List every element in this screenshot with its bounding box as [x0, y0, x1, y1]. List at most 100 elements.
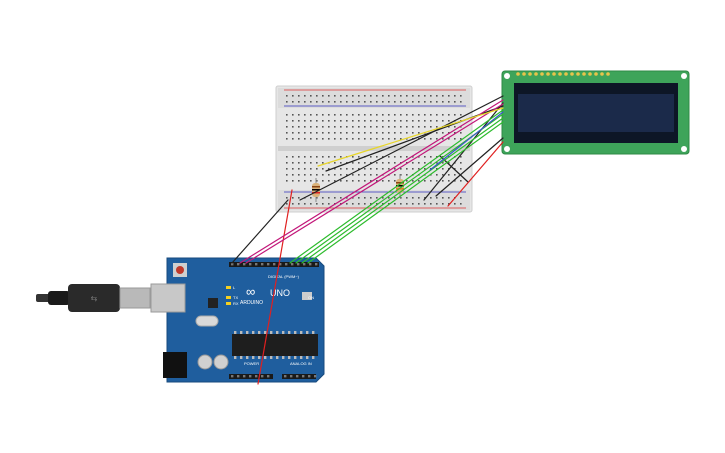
breadboard-hole	[430, 126, 432, 128]
chip-pin	[246, 331, 249, 334]
breadboard-hole	[298, 156, 300, 158]
breadboard-hole	[334, 101, 336, 103]
breadboard-hole	[346, 138, 348, 140]
lcd-mount-hole	[504, 73, 510, 79]
breadboard-hole	[406, 95, 408, 97]
breadboard-hole	[370, 203, 372, 205]
header-pin	[290, 375, 293, 378]
breadboard-hole	[382, 168, 384, 170]
breadboard-hole	[304, 203, 306, 205]
arduino-uno-board[interactable]: L TX RX ON ∞ ARDUINO UNO DIGITAL (PWM~) …	[150, 257, 325, 383]
breadboard-hole	[364, 126, 366, 128]
reset-button-cap[interactable]	[176, 266, 184, 274]
breadboard-hole	[424, 162, 426, 164]
chip-pin	[240, 331, 243, 334]
header-pin	[243, 263, 246, 266]
chip-pin	[258, 331, 261, 334]
wire-blue[interactable]	[429, 111, 504, 171]
breadboard-hole	[304, 162, 306, 164]
breadboard-hole	[448, 101, 450, 103]
breadboard-hole	[376, 120, 378, 122]
uno-model-text: UNO	[270, 288, 290, 298]
breadboard-hole	[454, 168, 456, 170]
chip-pin	[234, 331, 237, 334]
wire-black[interactable]	[231, 199, 289, 264]
breadboard-hole	[334, 120, 336, 122]
breadboard-hole	[382, 126, 384, 128]
breadboard-bottom-rail	[278, 190, 470, 210]
breadboard-hole	[298, 101, 300, 103]
breadboard-hole	[340, 120, 342, 122]
breadboard-hole	[436, 180, 438, 182]
wire-green[interactable]	[289, 109, 504, 264]
breadboard-hole	[424, 126, 426, 128]
wire-green[interactable]	[307, 121, 504, 264]
wire-green[interactable]	[301, 117, 504, 264]
breadboard-hole	[382, 162, 384, 164]
breadboard-hole	[364, 180, 366, 182]
wire-black[interactable]	[299, 95, 504, 201]
lcd-display[interactable]	[501, 70, 690, 155]
usb-cable[interactable]: ⇆	[36, 284, 151, 312]
breadboard-hole	[352, 174, 354, 176]
breadboard-hole	[352, 203, 354, 205]
breadboard-hole	[400, 114, 402, 116]
wire-red[interactable]	[257, 189, 293, 385]
wire-yellow[interactable]	[317, 107, 504, 167]
breadboard-hole	[418, 120, 420, 122]
icsp-led	[302, 292, 312, 300]
breadboard-hole	[382, 132, 384, 134]
breadboard-hole	[286, 95, 288, 97]
breadboard-hole	[292, 180, 294, 182]
small-ic	[208, 298, 218, 308]
lcd-pin	[534, 72, 538, 76]
breadboard-hole	[328, 197, 330, 199]
breadboard-hole	[286, 168, 288, 170]
breadboard-hole	[424, 101, 426, 103]
wire-black[interactable]	[435, 137, 504, 197]
breadboard-hole	[286, 156, 288, 158]
breadboard-hole	[328, 95, 330, 97]
chip-pin	[282, 331, 285, 334]
wire-red[interactable]	[447, 141, 504, 207]
breadboard-hole	[322, 114, 324, 116]
breadboard-hole	[292, 138, 294, 140]
breadboard-hole	[322, 126, 324, 128]
breadboard-hole	[406, 120, 408, 122]
breadboard-hole	[352, 114, 354, 116]
header-pin	[303, 263, 306, 266]
breadboard-hole	[370, 162, 372, 164]
breadboard-hole	[430, 114, 432, 116]
header-pin	[314, 375, 317, 378]
wires[interactable]	[231, 95, 504, 385]
breadboard-hole	[334, 156, 336, 158]
wire-magenta[interactable]	[245, 103, 504, 264]
resistor-band	[396, 185, 404, 187]
breadboard-hole	[370, 126, 372, 128]
breadboard-hole	[370, 180, 372, 182]
on-label: ON	[308, 295, 314, 300]
chip-pin	[300, 356, 303, 359]
lcd-pin	[522, 72, 526, 76]
breadboard-hole	[316, 174, 318, 176]
breadboard-hole	[376, 197, 378, 199]
breadboard-hole	[442, 174, 444, 176]
breadboard-hole	[376, 101, 378, 103]
breadboard-hole	[316, 203, 318, 205]
breadboard-hole	[454, 101, 456, 103]
breadboard-hole	[376, 132, 378, 134]
breadboard-hole	[298, 114, 300, 116]
breadboard-hole	[448, 138, 450, 140]
breadboard-hole	[424, 197, 426, 199]
breadboard-hole	[394, 126, 396, 128]
breadboard-hole	[400, 126, 402, 128]
breadboard-hole	[394, 101, 396, 103]
breadboard-hole	[454, 180, 456, 182]
resistor-band	[312, 186, 320, 188]
breadboard-hole	[316, 120, 318, 122]
breadboard-hole	[298, 138, 300, 140]
wire-magenta[interactable]	[239, 99, 504, 264]
breadboard-hole	[460, 180, 462, 182]
breadboard-hole	[406, 156, 408, 158]
